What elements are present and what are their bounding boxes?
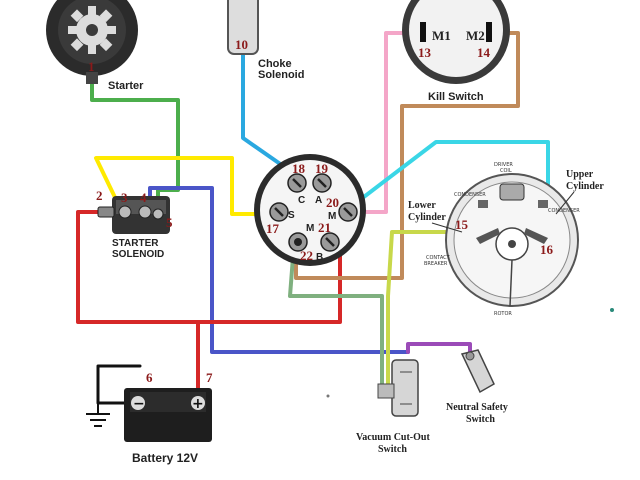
battery: − + 6 7 Battery 12V bbox=[124, 370, 213, 465]
ignition-s-label: S bbox=[288, 210, 295, 221]
terminal-13: 13 bbox=[418, 45, 432, 60]
ground-icon bbox=[86, 404, 110, 427]
terminal-1: 1 bbox=[88, 59, 95, 74]
starter-solenoid-label-line2: SOLENOID bbox=[112, 249, 164, 260]
rotor-label: ROTOR bbox=[494, 311, 512, 317]
choke-label-line2: Solenoid bbox=[258, 69, 304, 81]
terminal-4: 4 bbox=[140, 190, 147, 205]
terminal-2: 2 bbox=[96, 188, 103, 203]
starter-solenoid-label-line1: STARTER bbox=[112, 238, 159, 249]
ignition-b-label: B bbox=[316, 252, 323, 263]
ignition-c-label: C bbox=[298, 195, 305, 206]
neutral-safety-label-line2: Switch bbox=[466, 414, 495, 425]
terminal-16: 16 bbox=[540, 242, 554, 257]
wire-light-blue bbox=[241, 53, 298, 177]
terminal-18: 18 bbox=[292, 161, 306, 176]
starter-label: Starter bbox=[108, 80, 144, 92]
wire-tan bbox=[294, 31, 520, 280]
wire-pink bbox=[350, 31, 418, 214]
upper-cylinder-label-line2: Cylinder bbox=[566, 181, 604, 192]
neutral-safety-switch: Neutral Safety Switch bbox=[446, 349, 508, 425]
lower-cylinder-label-line2: Cylinder bbox=[408, 212, 446, 223]
ignition-switch: 18 19 20 21 17 22 C A S M M B bbox=[254, 154, 366, 266]
starter: 1 Starter bbox=[46, 0, 144, 92]
wire-ground bbox=[96, 364, 142, 405]
ignition-m-label-right: M bbox=[328, 211, 336, 222]
terminal-20: 20 bbox=[326, 195, 339, 210]
distributor: DRIVER COIL CONDENSER CONDENSER CONTACT … bbox=[408, 162, 604, 317]
contact-breaker-label-line1: CONTACT bbox=[426, 255, 451, 261]
driver-coil-label-line2: COIL bbox=[500, 168, 512, 174]
driver-coil bbox=[499, 183, 525, 201]
ignition-a-label: A bbox=[315, 195, 322, 206]
wire-sage bbox=[288, 242, 384, 394]
terminal-10: 10 bbox=[235, 37, 248, 52]
contact-breaker-label-line2: BREAKER bbox=[424, 261, 448, 267]
terminal-19: 19 bbox=[315, 161, 329, 176]
kill-switch-label: Kill Switch bbox=[428, 91, 484, 103]
wire-yellow-green bbox=[386, 230, 470, 394]
terminal-3: 3 bbox=[121, 190, 128, 205]
terminal-17: 17 bbox=[266, 221, 280, 236]
vacuum-cut-out-switch: Vacuum Cut-Out Switch bbox=[356, 359, 430, 455]
choke-body bbox=[227, 0, 259, 55]
vacuum-cut-out-label-line2: Switch bbox=[378, 444, 407, 455]
driver-coil-label-line1: DRIVER bbox=[494, 162, 513, 168]
terminal-15: 15 bbox=[455, 217, 469, 232]
m2-label: M2 bbox=[466, 28, 485, 43]
starter-solenoid: 2 3 4 5 STARTER SOLENOID bbox=[96, 188, 173, 260]
gear-icon bbox=[68, 6, 116, 54]
lower-cylinder-label-line1: Lower bbox=[408, 200, 436, 211]
terminal-6: 6 bbox=[146, 370, 153, 385]
neutral-safety-label-line1: Neutral Safety bbox=[446, 402, 508, 413]
battery-label: Battery 12V bbox=[132, 451, 198, 465]
battery-minus-icon: − bbox=[133, 396, 145, 412]
condenser-right-label: CONDENSER bbox=[548, 208, 580, 214]
kill-switch: M1 M2 13 14 Kill Switch bbox=[402, 0, 510, 103]
terminal-22: 22 bbox=[300, 248, 313, 263]
upper-cylinder-label-line1: Upper bbox=[566, 169, 594, 180]
wire-yellow bbox=[94, 156, 278, 216]
vacuum-cut-out-body bbox=[391, 359, 419, 417]
terminal-7: 7 bbox=[206, 370, 213, 385]
terminal-21: 21 bbox=[318, 220, 331, 235]
choke-label-line1: Choke bbox=[258, 58, 292, 70]
condenser-left-label: CONDENSER bbox=[454, 192, 486, 198]
m1-label: M1 bbox=[432, 28, 451, 43]
wire-green bbox=[90, 78, 180, 214]
choke-solenoid: 10 Choke Solenoid bbox=[227, 0, 304, 81]
battery-plus-icon: + bbox=[192, 396, 204, 412]
wire-red bbox=[76, 210, 200, 394]
ignition-m-label-bottom: M bbox=[306, 223, 314, 234]
vacuum-cut-out-label-line1: Vacuum Cut-Out bbox=[356, 432, 430, 443]
wire-purple bbox=[406, 342, 472, 354]
terminal-14: 14 bbox=[477, 45, 491, 60]
terminal-5: 5 bbox=[166, 215, 173, 230]
